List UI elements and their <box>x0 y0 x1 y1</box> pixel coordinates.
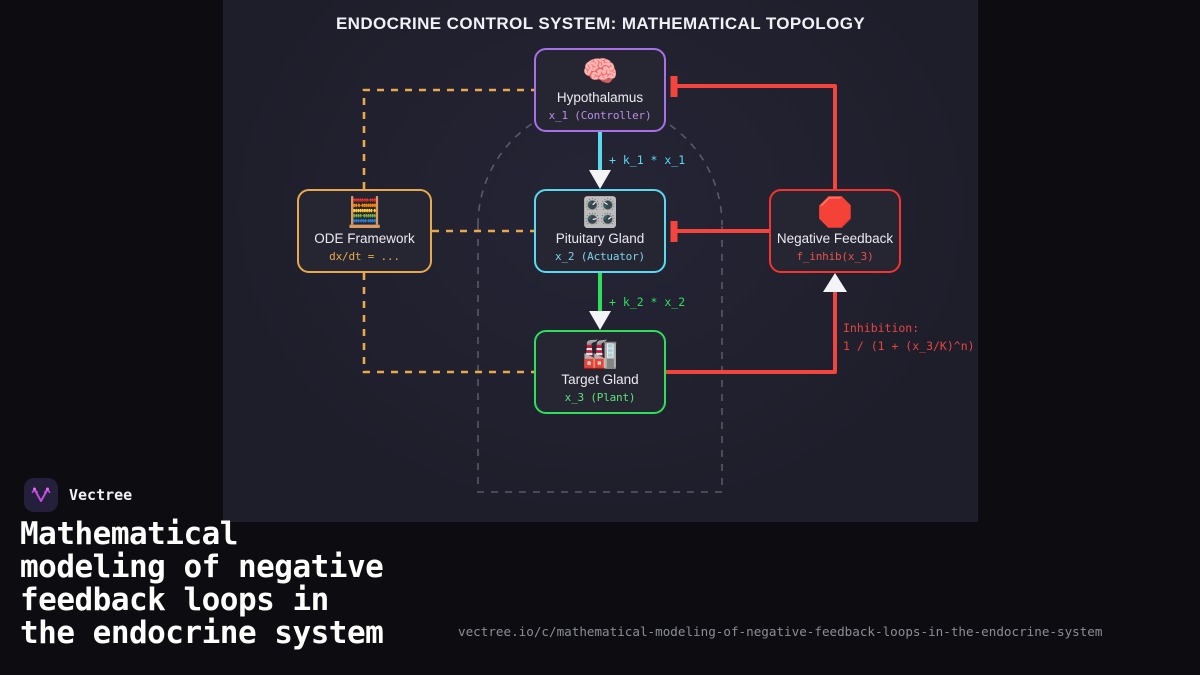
node-pituitary[interactable]: 🎛️ Pituitary Gland x_2 (Actuator) <box>534 189 666 273</box>
node-hypothalamus[interactable]: 🧠 Hypothalamus x_1 (Controller) <box>534 48 666 132</box>
node-negative-feedback[interactable]: 🛑 Negative Feedback f_inhib(x_3) <box>769 189 901 273</box>
page-url: vectree.io/c/mathematical-modeling-of-ne… <box>458 624 1103 639</box>
node-ode-framework-variable: dx/dt = ... <box>329 249 400 263</box>
edge-label-stimulation-1: + k_1 * x_1 <box>609 153 686 167</box>
node-pituitary-label: Pituitary Gland <box>555 231 645 247</box>
node-target-gland[interactable]: 🏭 Target Gland x_3 (Plant) <box>534 330 666 414</box>
node-ode-framework-label: ODE Framework <box>314 231 415 247</box>
factory-icon: 🏭 <box>581 338 619 371</box>
node-negative-feedback-label: Negative Feedback <box>776 231 894 247</box>
diagram-title: ENDOCRINE CONTROL SYSTEM: MATHEMATICAL T… <box>335 14 866 33</box>
node-hypothalamus-label: Hypothalamus <box>556 90 644 106</box>
inhibition-annotation-formula: 1 / (1 + (x_3/K)^n) <box>843 338 975 353</box>
headline: Mathematical modeling of negative feedba… <box>20 518 490 649</box>
node-pituitary-variable: x_2 (Actuator) <box>555 249 645 263</box>
brand-name: Vectree <box>69 486 133 504</box>
headline-line-2: modeling of negative <box>20 548 384 585</box>
node-hypothalamus-variable: x_1 (Controller) <box>548 108 652 122</box>
headline-line-1: Mathematical <box>20 516 238 552</box>
vectree-logo <box>24 478 58 512</box>
node-negative-feedback-variable: f_inhib(x_3) <box>796 249 874 263</box>
node-ode-framework[interactable]: 🧮 ODE Framework dx/dt = ... <box>297 189 432 273</box>
headline-line-4: the endocrine system <box>20 614 384 651</box>
edge-label-stimulation-2: + k_2 * x_2 <box>609 295 686 309</box>
brand: Vectree <box>24 478 132 512</box>
inhibition-annotation: Inhibition: 1 / (1 + (x_3/K)^n) <box>843 320 975 356</box>
inhibition-annotation-title: Inhibition: <box>843 321 920 335</box>
brain-icon: 🧠 <box>581 56 619 89</box>
stop-sign-icon: 🛑 <box>816 197 854 230</box>
node-target-gland-variable: x_3 (Plant) <box>564 390 636 404</box>
node-target-gland-label: Target Gland <box>561 372 639 388</box>
control-knobs-icon: 🎛️ <box>581 197 619 230</box>
headline-line-3: feedback loops in <box>20 581 329 618</box>
vectree-logo-glyph <box>31 487 51 502</box>
abacus-icon: 🧮 <box>346 197 383 230</box>
